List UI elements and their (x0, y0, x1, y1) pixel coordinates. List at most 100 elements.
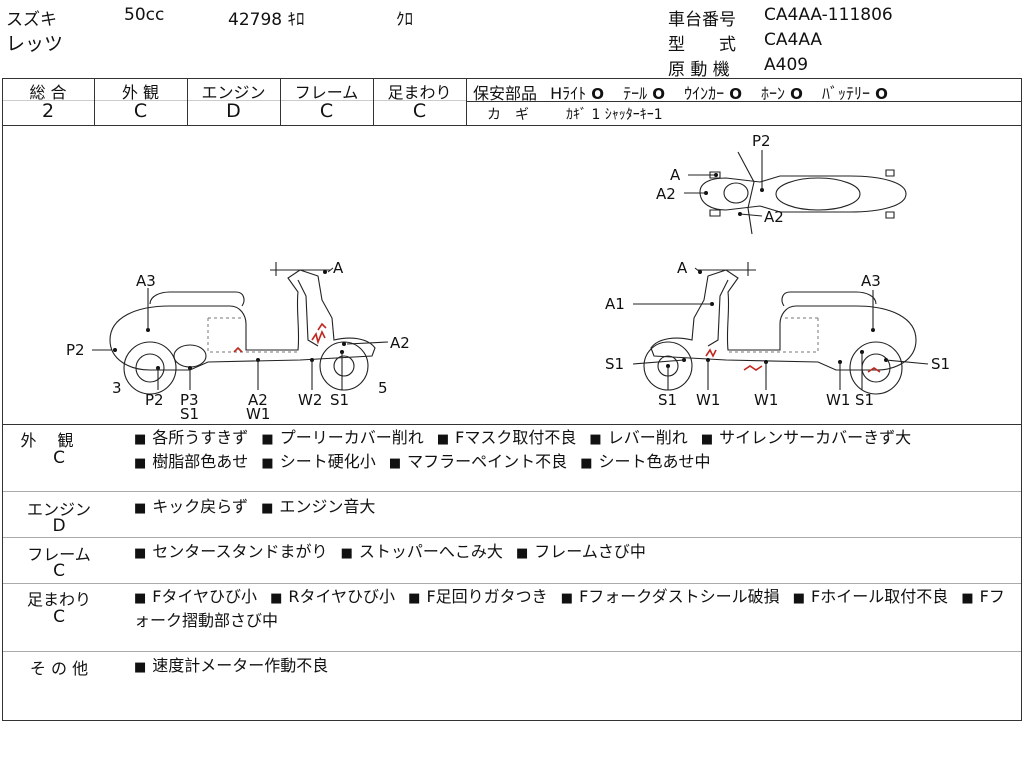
grade-suspension: C (412, 100, 427, 122)
diagram-label: P2 (145, 391, 164, 409)
type-label: 型 式 (668, 35, 736, 55)
note-item: ■マフラーペイント不良 (388, 452, 568, 471)
divider (2, 651, 1022, 652)
diagram-label: A1 (605, 295, 625, 313)
diagram-label: A2 (656, 185, 676, 203)
diagram-label: A2 (390, 334, 410, 352)
note-item: ■Fフォーク摺動部さび中 (134, 587, 1005, 630)
grade-header-frame: フレーム (294, 83, 359, 102)
section-notes-suspension: ■Fタイヤひび小 ■Rタイヤひび小 ■F足回りガタつき ■Fフォークダストシール… (134, 586, 1014, 632)
diagram-label: P3 (180, 391, 199, 409)
diagram-label: 3 (112, 379, 122, 397)
note-item: ■シート色あせ中 (580, 452, 711, 471)
note-item: ■レバー削れ (589, 428, 688, 447)
divider (2, 78, 3, 720)
section-label-exterior: 外 観 (20, 431, 74, 450)
diagram-label: A2 (764, 208, 784, 226)
scooter-diagram: A A3 A2 P2 3 5 P2 P3 S1 A2 W1 W2 S1 (66, 132, 950, 423)
diagram-label: W1 (696, 391, 720, 409)
diagram-label: W1 (826, 391, 850, 409)
divider (2, 491, 1022, 492)
note-item: ■フレームさび中 (516, 542, 646, 561)
diagram-label: S1 (330, 391, 349, 409)
key-label: カ ギ (487, 107, 529, 123)
divider (94, 78, 95, 125)
divider (2, 424, 1022, 425)
scooter-right-view: A A3 A1 S1 S1 S1 W1 W1 W1 S1 (605, 259, 950, 409)
note-item: ■F足回りガタつき (408, 587, 548, 606)
divider (187, 78, 188, 125)
note-item: ■Rタイヤひび小 (270, 587, 396, 606)
grade-header-overall: 総 合 (29, 83, 67, 102)
grade-header-exterior: 外 観 (121, 83, 160, 102)
engine-label: 原 動 機 (668, 60, 730, 80)
section-grade-suspension: C (53, 607, 65, 627)
safety-parts: 保安部品 Hﾗｲﾄ O ﾃｰﾙ O ｳｲﾝｶｰ O ﾎｰﾝ O ﾊﾞｯﾃﾘｰ O (473, 80, 888, 104)
diagram-label: A3 (861, 272, 881, 290)
note-item: ■キック戻らず (134, 497, 248, 516)
divider (466, 78, 467, 125)
scooter-left-view: A A3 A2 P2 3 5 P2 P3 S1 A2 W1 W2 S1 (66, 259, 410, 423)
section-label-frame: フレーム (27, 545, 91, 564)
diagram-label: 5 (378, 379, 388, 397)
safety-item-winker: ｳｲﾝｶｰ O (684, 84, 742, 103)
section-grade-engine: D (52, 516, 66, 536)
note-item: ■プーリーカバー削れ (261, 428, 424, 447)
section-notes-engine: ■キック戻らず ■エンジン音大 (134, 496, 1014, 520)
divider (2, 125, 1022, 126)
grade-engine: D (226, 100, 241, 122)
safety-item-battery: ﾊﾞｯﾃﾘｰ O (822, 84, 888, 103)
note-item: ■エンジン音大 (261, 497, 376, 516)
scooter-top-view: P2 A A2 A2 (656, 132, 907, 235)
divider (2, 720, 1022, 721)
section-notes-exterior: ■各所うすきず ■プーリーカバー削れ ■Fマスク取付不良 ■レバー削れ ■サイレ… (134, 427, 1014, 475)
frame-no-label: 車台番号 (668, 10, 736, 30)
grade-frame: C (319, 100, 334, 122)
diagram-label: W1 (246, 405, 270, 423)
divider (2, 537, 1022, 538)
diagram-label: W1 (754, 391, 778, 409)
diagram-label: S1 (931, 355, 950, 373)
section-grade-frame: C (53, 561, 65, 581)
note-item: ■各所うすきず (134, 428, 249, 447)
note-item: ■速度計メーター作動不良 (134, 656, 329, 675)
diagram-label: P2 (66, 341, 85, 359)
note-item: ■樹脂部色あせ (134, 452, 249, 471)
section-notes-frame: ■センタースタンドまがり ■ストッパーへこみ大 ■フレームさび中 (134, 541, 1014, 565)
section-notes-other: ■速度計メーター作動不良 (134, 655, 1014, 679)
displacement: 50cc (124, 5, 165, 25)
diagram-label: S1 (658, 391, 677, 409)
diagram-label: S1 (855, 391, 874, 409)
note-item: ■Fタイヤひび小 (134, 587, 258, 606)
mileage: 42798 ｷﾛ (228, 10, 305, 30)
frame-no: CA4AA-111806 (764, 5, 893, 25)
model-name: レッツ (6, 33, 64, 55)
diagram-label: W2 (298, 391, 322, 409)
maker: スズキ (6, 10, 57, 30)
type-value: CA4AA (764, 30, 823, 50)
safety-item-horn: ﾎｰﾝ O (761, 84, 803, 103)
section-grade-exterior: C (53, 448, 65, 468)
divider (466, 101, 1022, 102)
diagram-label: A3 (136, 272, 156, 290)
divider (2, 100, 466, 101)
grade-header-suspension: 足まわり (387, 83, 452, 102)
divider (280, 78, 281, 125)
note-item: ■Fホイール取付不良 (792, 587, 949, 606)
divider (1021, 78, 1022, 720)
grade-header-engine: エンジン (201, 83, 266, 102)
safety-label: 保安部品 (473, 84, 538, 103)
note-item: ■Fマスク取付不良 (436, 428, 577, 447)
color: ｸﾛ (396, 10, 413, 30)
grade-exterior: C (133, 100, 148, 122)
diagram-label: A2 (248, 391, 268, 409)
note-item: ■シート硬化小 (261, 452, 376, 471)
diagram-label: S1 (180, 405, 199, 423)
diagram-label: A (333, 259, 344, 277)
note-item: ■センタースタンドまがり (134, 542, 328, 561)
divider (373, 78, 374, 125)
section-label-other: そ の 他 (29, 659, 89, 678)
divider (2, 583, 1022, 584)
grade-overall: 2 (41, 100, 55, 122)
section-label-suspension: 足まわり (26, 590, 91, 609)
